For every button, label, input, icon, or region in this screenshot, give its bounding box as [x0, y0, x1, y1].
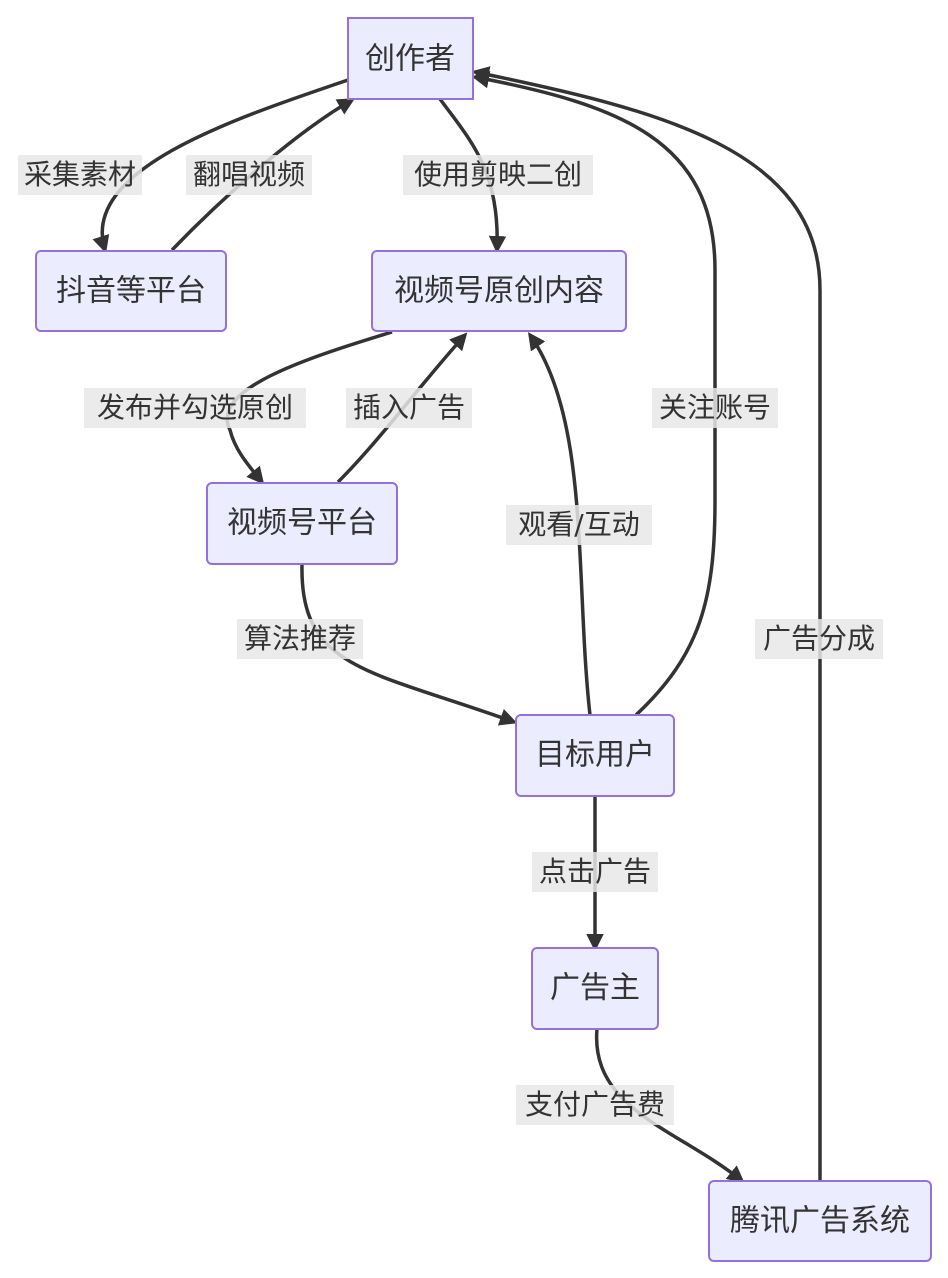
svg-text:视频号原创内容: 视频号原创内容	[394, 274, 604, 309]
node-channels-platform: 视频号平台	[206, 482, 398, 565]
svg-text:采集素材: 采集素材	[24, 158, 136, 191]
label-jianying: 使用剪映二创	[403, 155, 593, 195]
label-follow: 关注账号	[652, 388, 778, 428]
svg-text:发布并勾选原创: 发布并勾选原创	[97, 391, 293, 424]
svg-text:创作者: 创作者	[365, 42, 455, 77]
svg-text:关注账号: 关注账号	[659, 391, 771, 424]
label-recommend: 算法推荐	[237, 619, 363, 659]
label-publish: 发布并勾选原创	[84, 388, 306, 428]
label-pay: 支付广告费	[516, 1085, 674, 1125]
svg-text:腾讯广告系统: 腾讯广告系统	[730, 1204, 910, 1239]
svg-text:算法推荐: 算法推荐	[244, 622, 356, 655]
svg-text:抖音等平台: 抖音等平台	[56, 274, 206, 309]
svg-text:插入广告: 插入广告	[353, 391, 465, 424]
node-douyin: 抖音等平台	[35, 250, 227, 332]
svg-text:广告主: 广告主	[550, 971, 640, 1006]
label-insert-ads: 插入广告	[346, 388, 472, 428]
svg-text:点击广告: 点击广告	[539, 855, 651, 888]
edge-collect	[92, 78, 349, 254]
node-tencent-ads: 腾讯广告系统	[708, 1180, 932, 1262]
svg-text:广告分成: 广告分成	[763, 622, 875, 655]
edge-recommend	[300, 564, 518, 726]
node-target-users: 目标用户	[515, 714, 675, 797]
svg-text:目标用户: 目标用户	[535, 738, 655, 773]
svg-text:视频号平台: 视频号平台	[227, 506, 377, 541]
label-collect: 采集素材	[18, 155, 142, 195]
label-share: 广告分成	[755, 619, 883, 659]
label-cover: 翻唱视频	[186, 155, 312, 195]
svg-text:使用剪映二创: 使用剪映二创	[414, 158, 582, 191]
label-click-ads: 点击广告	[532, 852, 658, 892]
edge-follow	[471, 71, 717, 717]
edge-share	[471, 66, 822, 1180]
label-watch: 观看/互动	[506, 505, 652, 545]
svg-text:翻唱视频: 翻唱视频	[193, 158, 305, 191]
svg-text:支付广告费: 支付广告费	[525, 1088, 665, 1121]
node-advertiser: 广告主	[531, 947, 659, 1030]
svg-text:观看/互动: 观看/互动	[518, 508, 639, 541]
node-creator: 创作者	[347, 17, 474, 100]
node-original-content: 视频号原创内容	[371, 250, 627, 332]
